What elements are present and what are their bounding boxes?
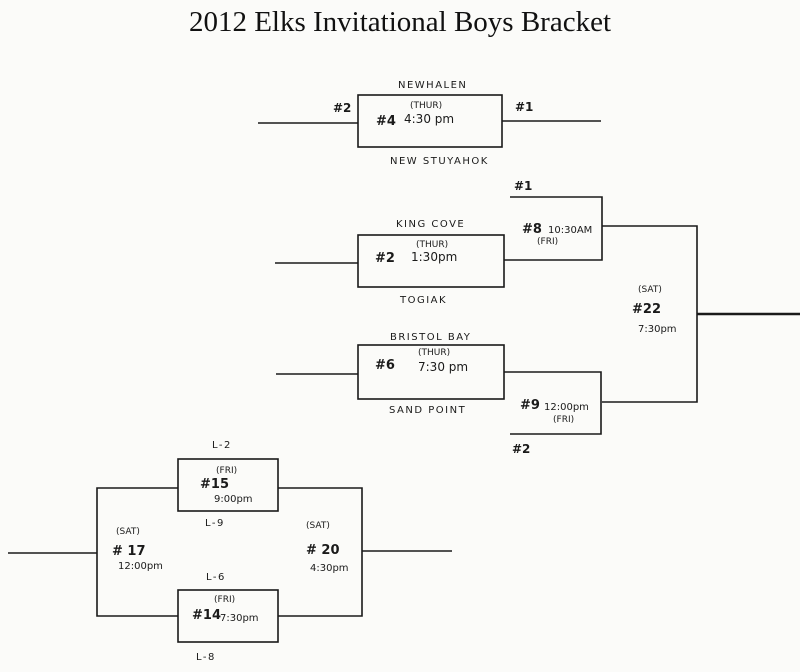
g22-day: (SAT) <box>638 285 662 295</box>
g2-top-team: KING COVE <box>396 219 466 230</box>
g6-number: #6 <box>375 358 395 373</box>
g4-day: (THUR) <box>410 101 443 111</box>
g22-number: #22 <box>632 302 661 317</box>
g15-top-team: L-2 <box>212 440 232 451</box>
g14-bottom-team: L-8 <box>196 652 216 663</box>
g14-time: 7:30pm <box>220 613 259 624</box>
g14-top-team: L-6 <box>206 572 226 583</box>
g2-day: (THUR) <box>416 240 449 250</box>
g20-day: (SAT) <box>306 521 330 531</box>
g6-day: (THUR) <box>418 348 451 358</box>
g15-box <box>177 458 279 512</box>
g8-time: 10:30AM <box>548 225 593 236</box>
g17-time: 12:00pm <box>118 561 163 572</box>
g22-time: 7:30pm <box>638 324 677 335</box>
g20-time: 4:30pm <box>310 563 349 574</box>
g4-top-team: NEWHALEN <box>398 80 468 91</box>
g9-time: 12:00pm <box>544 402 589 413</box>
g4-number: #4 <box>376 114 396 129</box>
g6-bottom-team: SAND POINT <box>389 405 467 416</box>
g4-right-seed: #1 <box>515 100 534 114</box>
g2-time: 1:30pm <box>411 250 458 264</box>
g9-bracket <box>504 371 602 435</box>
g15-time: 9:00pm <box>214 494 253 505</box>
g2-bottom-team: TOGIAK <box>400 295 448 306</box>
g20-bracket <box>278 487 363 617</box>
g17-day: (SAT) <box>116 527 140 537</box>
g6-time: 7:30 pm <box>418 360 469 374</box>
g2-number: #2 <box>375 251 395 266</box>
g4-left-seed: #2 <box>333 101 352 115</box>
g9-seed: #2 <box>512 442 531 456</box>
g8-number: #8 <box>522 222 542 237</box>
g9-number: #9 <box>520 398 540 413</box>
g14-day: (FRI) <box>214 595 236 605</box>
g8-seed: #1 <box>514 179 533 193</box>
g17-bracket <box>96 487 178 617</box>
g8-bracket <box>504 196 603 261</box>
g9-day: (FRI) <box>553 415 575 425</box>
g14-number: #14 <box>192 608 221 623</box>
g15-number: #15 <box>200 477 229 492</box>
g8-day: (FRI) <box>537 237 559 247</box>
g4-bottom-team: NEW STUYAHOK <box>390 156 489 167</box>
g20-number: # 20 <box>306 543 340 558</box>
g15-bottom-team: L-9 <box>205 518 225 529</box>
g4-time: 4:30 pm <box>404 112 455 126</box>
g17-number: # 17 <box>112 544 146 559</box>
g15-day: (FRI) <box>216 466 238 476</box>
page-title: 2012 Elks Invitational Boys Bracket <box>188 6 612 38</box>
g2-box <box>357 234 505 288</box>
g6-top-team: BRISTOL BAY <box>390 332 472 343</box>
